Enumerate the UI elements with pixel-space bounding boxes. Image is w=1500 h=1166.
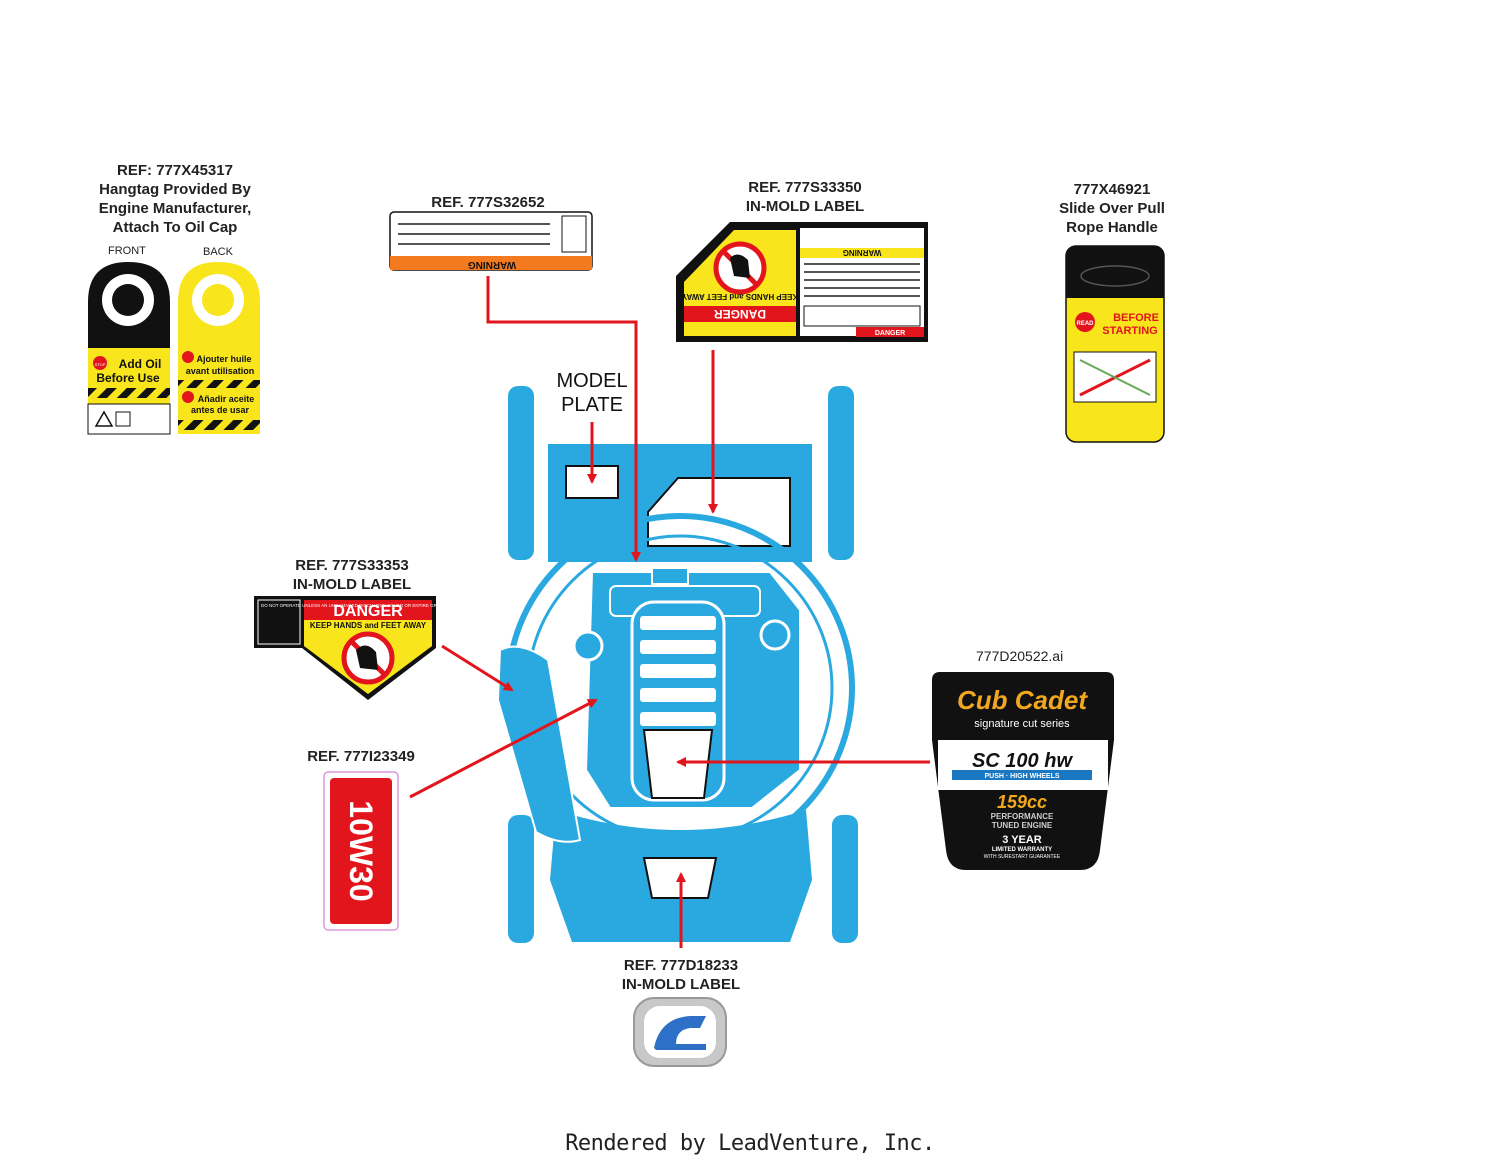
manual-icon (115, 411, 131, 427)
svg-text:STOP: STOP (95, 362, 106, 367)
svg-text:WARNING: WARNING (468, 259, 517, 270)
pull-rope-decal: READ BEFORE STARTING (1065, 245, 1165, 443)
svg-text:PERFORMANCE: PERFORMANCE (991, 812, 1054, 821)
svg-text:LIMITED WARRANTY: LIMITED WARRANTY (992, 847, 1052, 853)
svg-text:Ajouter huile: Ajouter huile (196, 354, 251, 364)
hangtag-front-label: FRONT (108, 245, 146, 257)
danger-left-decal: DANGER KEEP HANDS and FEET AWAY DO NOT O… (254, 596, 497, 700)
hangtag-decal: Add Oil Before Use Ajouter huile avant u… (87, 262, 260, 435)
svg-text:STARTING: STARTING (1102, 325, 1157, 337)
hand-icon (356, 645, 378, 670)
side-notice-text: DO NOT OPERATE UNLESS AN UNDAMAGED DISCH… (261, 603, 497, 608)
svg-text:159cc: 159cc (997, 792, 1047, 812)
danger-left-ref-label: REF. 777S33353 IN-MOLD LABEL (292, 557, 412, 593)
svg-text:3 YEAR: 3 YEAR (1002, 834, 1042, 846)
svg-text:READ: READ (1076, 321, 1094, 327)
brand-ref-label: 777D20522.ai (976, 648, 1064, 664)
svg-text:KEEP HANDS and FEET AWAY: KEEP HANDS and FEET AWAY (681, 292, 798, 301)
svg-text:signature cut series: signature cut series (974, 718, 1070, 730)
danger-top-decal: DANGER KEEP HANDS and FEET AWAY WARNING … (676, 222, 928, 342)
oil-grade-decal: 10W30 (323, 771, 399, 931)
brand-label-box (642, 729, 714, 799)
mower-top-view (496, 386, 858, 943)
svg-text:KEEP HANDS and FEET AWAY: KEEP HANDS and FEET AWAY (310, 621, 427, 630)
pull-rope-ref-label: 777X46921 Slide Over Pull Rope Handle (1059, 181, 1165, 236)
svg-text:10W30: 10W30 (343, 800, 379, 901)
danger-top-ref-label: REF. 777S33350 IN-MOLD LABEL (745, 179, 865, 215)
svg-text:Add Oil: Add Oil (119, 357, 162, 371)
brand-decal: Cub Cadet signature cut series SC 100 hw… (932, 672, 1114, 870)
svg-text:DANGER: DANGER (333, 603, 403, 620)
logo-decal (633, 997, 727, 1067)
warning-decal: WARNING (389, 211, 593, 271)
cub-cadet-logo-icon (654, 1016, 706, 1050)
svg-text:PUSH · HIGH WHEELS: PUSH · HIGH WHEELS (984, 773, 1059, 780)
svg-text:antes de usar: antes de usar (191, 405, 250, 415)
hand-icon (730, 254, 750, 278)
oil-ref-label: REF. 777I23349 (307, 748, 415, 765)
svg-text:DANGER: DANGER (714, 307, 766, 321)
warning-ref-label: REF. 777S32652 (431, 194, 545, 211)
danger-label-box (647, 477, 791, 547)
svg-text:DANGER: DANGER (875, 330, 905, 337)
footer-credit: Rendered by LeadVenture, Inc. (565, 1131, 935, 1156)
svg-text:WITH SURESTART GUARANTEE: WITH SURESTART GUARANTEE (984, 854, 1061, 860)
svg-text:BEFORE: BEFORE (1113, 312, 1159, 324)
svg-text:SC 100 hw: SC 100 hw (972, 750, 1073, 772)
hangtag-ref-label: REF: 777X45317 Hangtag Provided By Engin… (98, 162, 252, 236)
model-plate-label: MODEL PLATE (556, 370, 628, 416)
logo-ref-label: REF. 777D18233 IN-MOLD LABEL (621, 957, 741, 993)
svg-text:Añadir aceite: Añadir aceite (198, 394, 255, 404)
svg-text:TUNED ENGINE: TUNED ENGINE (992, 821, 1053, 830)
hangtag-back-label: BACK (203, 246, 233, 258)
svg-text:Before Use: Before Use (96, 371, 160, 385)
svg-text:Cub Cadet: Cub Cadet (957, 685, 1088, 715)
callout-arrows (409, 276, 930, 948)
warning-triangle-icon (94, 410, 114, 427)
svg-text:WARNING: WARNING (843, 248, 882, 257)
svg-text:avant utilisation: avant utilisation (186, 366, 255, 376)
